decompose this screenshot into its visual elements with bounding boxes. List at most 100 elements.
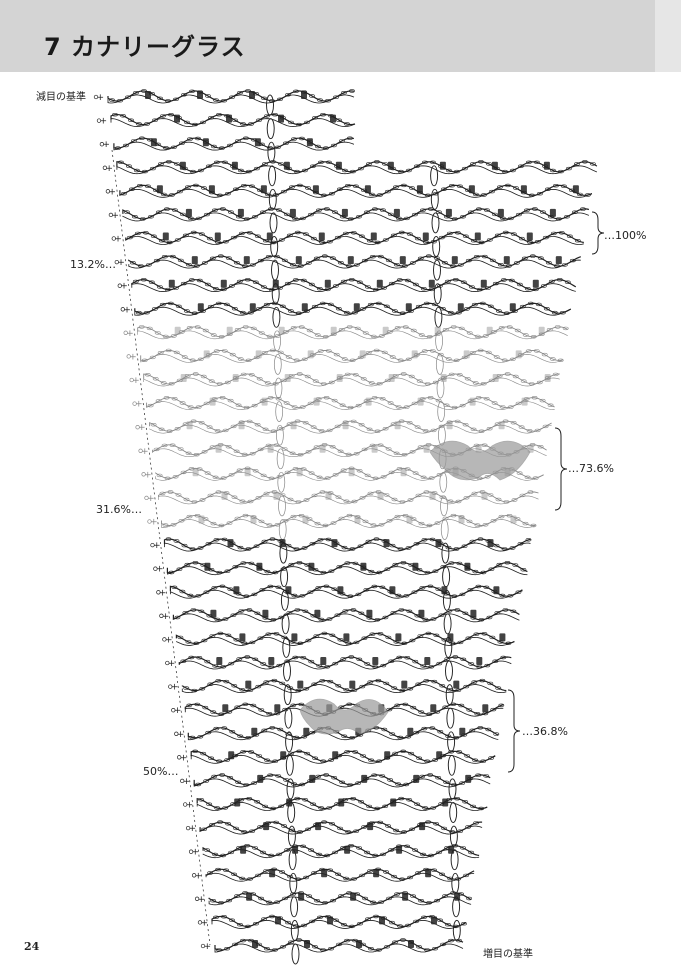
chain-stitch (392, 562, 399, 567)
chain-stitch (183, 686, 190, 690)
chain-stitch (225, 256, 232, 260)
chain-stitch (378, 900, 384, 904)
chain-stitch (547, 403, 554, 407)
chain-stitch (449, 830, 455, 834)
chain-stitch (517, 542, 524, 546)
pillar-stitch (290, 896, 299, 918)
chain-stitch (214, 806, 221, 810)
edge-ring (138, 448, 143, 453)
chain-stitch (472, 569, 479, 574)
puff-stitch (198, 515, 205, 524)
stitch-row: + (96, 112, 356, 140)
chain-stitch (263, 491, 270, 496)
chain-stitch (284, 281, 291, 286)
chain-stitch (335, 495, 342, 499)
chain-stitch (469, 162, 476, 166)
chain-stitch (156, 473, 163, 478)
puff-stitch (278, 114, 284, 123)
chain-stitch (215, 867, 221, 872)
chain-stitch (175, 304, 182, 308)
chain-stitch (350, 608, 357, 612)
puff-stitch (470, 609, 477, 618)
puff-stitch (227, 539, 234, 548)
chain-stitch (388, 848, 394, 852)
chain-stitch (380, 663, 387, 668)
chain-stitch (478, 240, 485, 245)
chain-stitch (486, 615, 493, 620)
chain-stitch (399, 877, 405, 881)
chain-stitch (328, 946, 334, 951)
chain-stitch (353, 263, 360, 267)
chain-stitch (263, 869, 269, 873)
chain-stitch (410, 517, 417, 521)
chain-stitch (240, 750, 247, 754)
chain-stitch (489, 258, 496, 263)
chain-stitch (214, 617, 221, 622)
chain-stitch (518, 425, 525, 429)
chain-stitch (347, 783, 354, 787)
puff-stitch (312, 185, 319, 194)
chain-stitch (275, 585, 282, 589)
chain-stitch (296, 122, 302, 127)
chain-stitch (253, 355, 260, 360)
chain-stitch (485, 350, 492, 355)
chain-stitch (420, 475, 427, 479)
chain-stitch (411, 212, 418, 217)
chain-stitch (510, 421, 517, 425)
chain-stitch (251, 781, 258, 785)
puff-stitch (430, 704, 437, 713)
puff-stitch (338, 798, 345, 807)
puff-stitch (412, 562, 419, 571)
chain-stitch (342, 420, 349, 424)
chain-stitch (241, 452, 248, 457)
chain-stitch (343, 688, 350, 692)
chain-stitch (286, 611, 293, 615)
chain-stitch (248, 750, 255, 754)
chain-stitch (225, 445, 232, 449)
chain-stitch (355, 781, 362, 785)
chain-stitch (480, 382, 487, 386)
chain-stitch (271, 678, 278, 683)
pillar-stitch (447, 754, 456, 776)
chain-stitch (381, 162, 388, 166)
puff-stitch (335, 161, 342, 170)
puff-stitch (393, 208, 400, 217)
pillar-stitch (446, 707, 455, 729)
chain-stitch (117, 98, 123, 103)
chain-stitch (466, 896, 472, 901)
chain-stitch (487, 681, 494, 686)
chain-stitch (418, 710, 425, 714)
edge-mark: + (138, 423, 146, 433)
chain-stitch (397, 924, 403, 928)
chain-stitch (204, 659, 211, 664)
chain-stitch (283, 212, 290, 217)
chain-stitch (399, 500, 406, 504)
chain-stitch (569, 258, 576, 263)
chain-stitch (359, 873, 365, 878)
chain-stitch (165, 99, 171, 103)
chain-stitch (270, 806, 277, 811)
chain-stitch (395, 782, 402, 786)
chain-stitch (182, 422, 189, 426)
chain-stitch (237, 922, 243, 927)
chain-stitch (381, 350, 388, 355)
chain-stitch (341, 357, 348, 361)
chain-line (140, 349, 563, 361)
chain-stitch (398, 230, 405, 235)
puff-stitch (434, 326, 441, 335)
chain-stitch (401, 264, 408, 268)
chain-stitch (350, 796, 357, 801)
chain-stitch (273, 632, 280, 636)
chain-stitch (221, 98, 227, 103)
puff-stitch (202, 138, 209, 147)
chain-stitch (244, 655, 251, 659)
chain-stitch (360, 377, 367, 381)
chain-stitch (427, 396, 434, 400)
chain-stitch (394, 703, 401, 707)
puff-stitch (156, 185, 163, 194)
chain-stitch (401, 641, 408, 645)
chain-stitch (311, 304, 318, 309)
puff-stitch (448, 845, 455, 854)
chain-stitch (250, 515, 257, 519)
chain-stitch (274, 145, 281, 150)
